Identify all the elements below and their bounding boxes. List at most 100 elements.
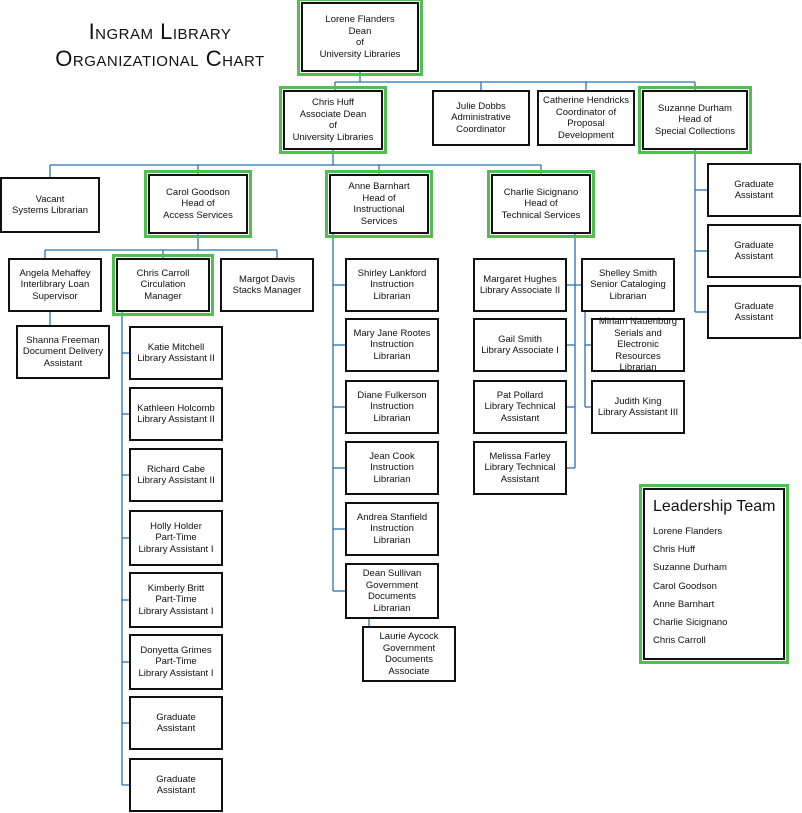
org-box-line: Melissa Farley [489, 450, 551, 462]
org-box-line: Access Services [163, 209, 233, 221]
org-box-line: Part-Time [155, 532, 197, 544]
org-box-line: Part-Time [155, 594, 197, 606]
org-box-line: Richard Cabe [146, 463, 206, 475]
org-box-line: Coordinator [456, 123, 506, 135]
org-box-line: Government [365, 579, 419, 591]
org-box-line: Services [360, 215, 398, 227]
org-box-line: Associate [388, 665, 430, 677]
org-box-line: Lorene Flanders [325, 14, 395, 25]
org-box-line: Instruction [370, 279, 414, 291]
org-box-line: Special Collections [654, 125, 736, 137]
leadership-team-title: Leadership Team [653, 498, 776, 515]
org-box-line: Library Assistant II [137, 353, 215, 364]
org-box-line: Shanna Freeman [26, 334, 100, 346]
org-box-line: Catherine Hendricks [542, 95, 630, 106]
org-box-line: Jean Cook [369, 450, 415, 462]
org-box-line: Proposal [567, 118, 605, 129]
org-box-line: Chris Huff [311, 97, 355, 108]
org-box-line: Dean Sullivan [362, 568, 422, 579]
org-box-line: Shelley Smith [598, 267, 658, 279]
org-box-line: Electronic [617, 339, 659, 351]
org-box-line: Graduate [734, 300, 774, 312]
org-box-line: Librarian [609, 290, 647, 302]
org-box-line: Assistant [500, 412, 540, 424]
chart-title-line-1: Ingram Library [88, 19, 232, 44]
org-box-line: Kathleen Holcomb [137, 402, 215, 414]
org-box-line: Vacant [35, 193, 65, 205]
org-box-line: Instruction [370, 401, 414, 413]
org-box-line: of [356, 37, 364, 48]
org-box-line: Part-Time [155, 656, 197, 668]
org-box-line: Associate Dean [299, 108, 367, 120]
org-box-line: Dean [348, 25, 372, 37]
org-box-line: Library Technical [484, 462, 556, 474]
org-box-line: Graduate [156, 773, 196, 785]
org-box-line: Assistant [500, 473, 540, 485]
org-box-line: Instruction [370, 339, 414, 351]
org-box-line: Suzanne Durham [658, 102, 732, 114]
org-box-line: Librarian [373, 602, 411, 614]
org-box-line: Graduate [156, 711, 196, 723]
org-box-line: Katie Mitchell [147, 341, 205, 353]
org-box-line: Assistant [156, 723, 196, 734]
org-box-line: Library Assistant II [137, 475, 215, 486]
org-box-line: Resources [615, 350, 661, 362]
org-box-line: Library Assistant I [138, 605, 214, 617]
chart-title: Ingram Library Organizational Chart [30, 18, 290, 72]
org-box-line: Margot Davis [239, 273, 295, 285]
org-box-line: Julie Dobbs [456, 100, 506, 112]
org-box-line: University Libraries [292, 131, 374, 143]
org-box-line: Assistant [734, 312, 774, 323]
org-box-line: Development [558, 129, 614, 141]
org-box-line: Manager [144, 290, 182, 302]
org-box-line: Angela Mehaffey [19, 267, 91, 279]
org-box-line: Judith King [614, 395, 662, 407]
org-box-line: Documents [384, 654, 434, 665]
org-box-line: Charlie Sicignano [503, 186, 579, 198]
org-box-line: Librarian [619, 362, 657, 374]
org-box-line: Instruction [370, 462, 414, 474]
org-box-line: Graduate [734, 178, 774, 190]
org-box-line: Serials and [614, 327, 662, 339]
org-box-line: Librarian [373, 350, 411, 362]
org-box-line: Librarian [373, 412, 411, 424]
org-box-line: Margaret Hughes [483, 273, 557, 285]
org-box-line: Assistant [734, 251, 774, 262]
leadership-member: Chris Huff [653, 544, 696, 556]
org-box-line: Librarian [373, 473, 411, 485]
org-box-line: Chris Carroll [136, 267, 190, 279]
leadership-member: Anne Barnhart [653, 598, 715, 610]
org-box-line: Instruction [370, 523, 414, 535]
org-box-line: Head of [524, 198, 558, 210]
org-box-line: Instructional [353, 204, 405, 215]
org-box-line: Donyetta Grimes [140, 644, 212, 656]
